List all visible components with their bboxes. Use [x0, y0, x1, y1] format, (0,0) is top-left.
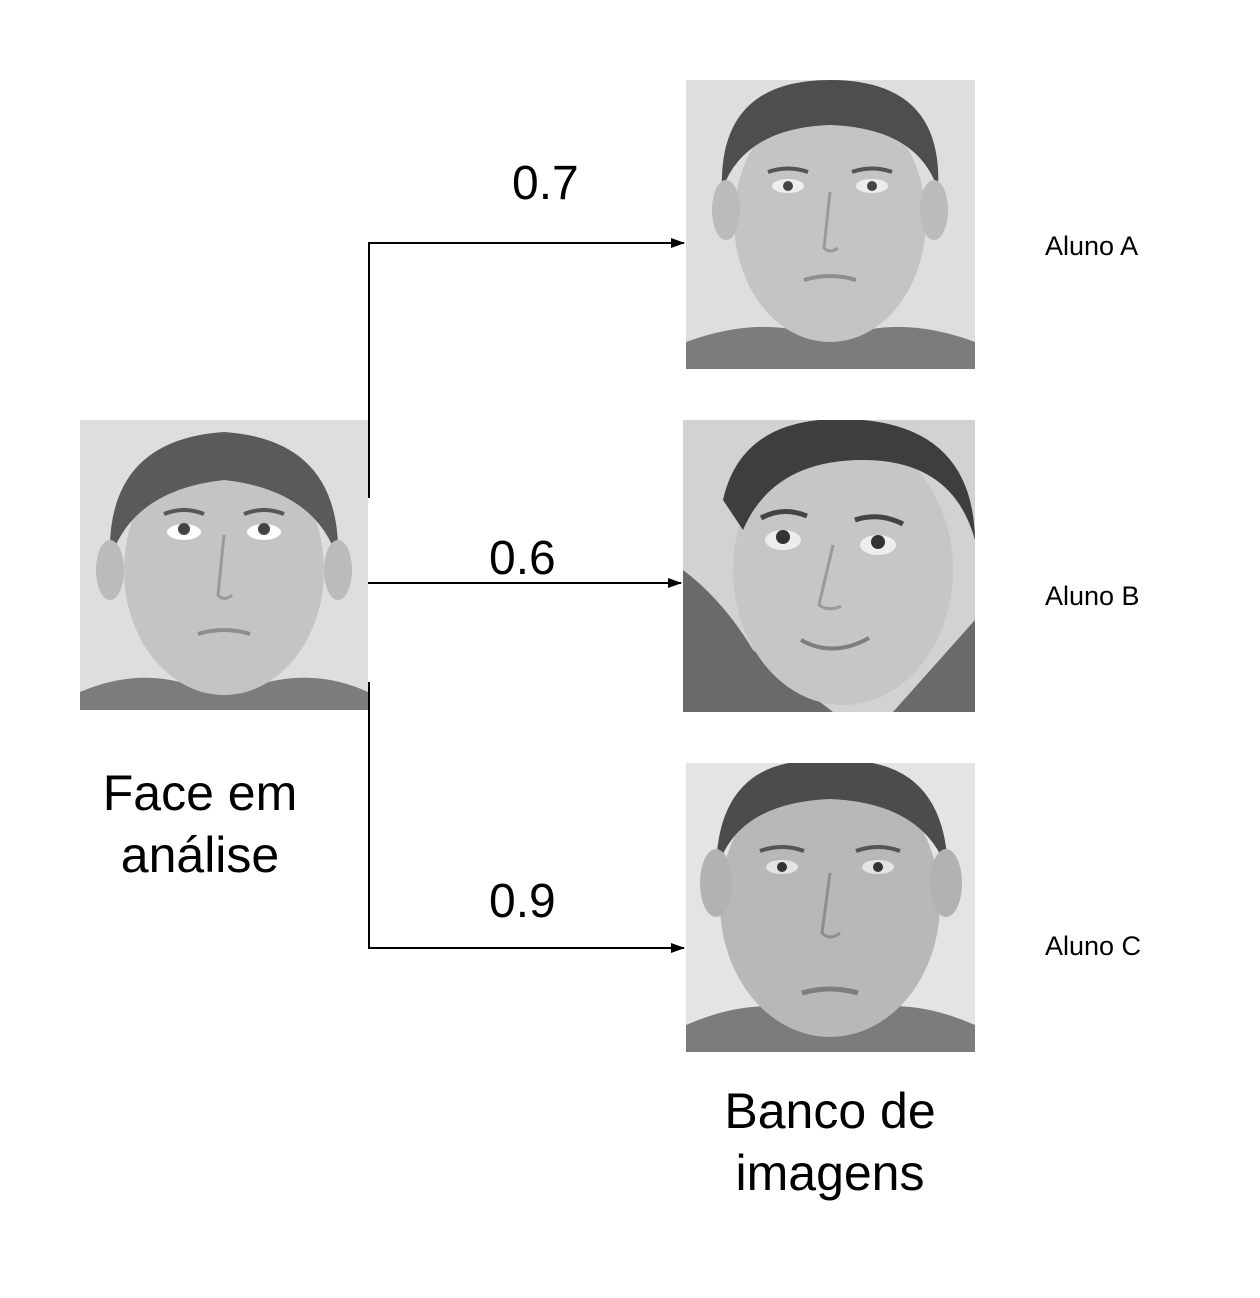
arrow-to-aluno-a [368, 238, 685, 498]
face-photo-aluno-a [686, 80, 975, 369]
face-photo-aluno-c [686, 763, 975, 1052]
label-aluno-c: Aluno C [1045, 931, 1142, 961]
label-aluno-b: Aluno B [1045, 581, 1140, 611]
database-caption-line-2: imagens [735, 1145, 925, 1201]
database-caption: Banco de imagens [680, 1080, 980, 1204]
query-caption-line-1: Face em [102, 765, 298, 821]
database-caption-line-1: Banco de [724, 1083, 936, 1139]
score-aluno-c: 0.9 [489, 875, 556, 928]
query-face-photo [80, 420, 368, 710]
label-aluno-a: Aluno A [1045, 231, 1139, 261]
score-aluno-b: 0.6 [489, 532, 556, 585]
query-caption-line-2: análise [120, 827, 280, 883]
arrow-to-aluno-c [368, 682, 685, 953]
face-photo-aluno-b [683, 420, 975, 712]
query-face-caption: Face em análise [50, 762, 350, 886]
score-aluno-a: 0.7 [512, 157, 579, 210]
